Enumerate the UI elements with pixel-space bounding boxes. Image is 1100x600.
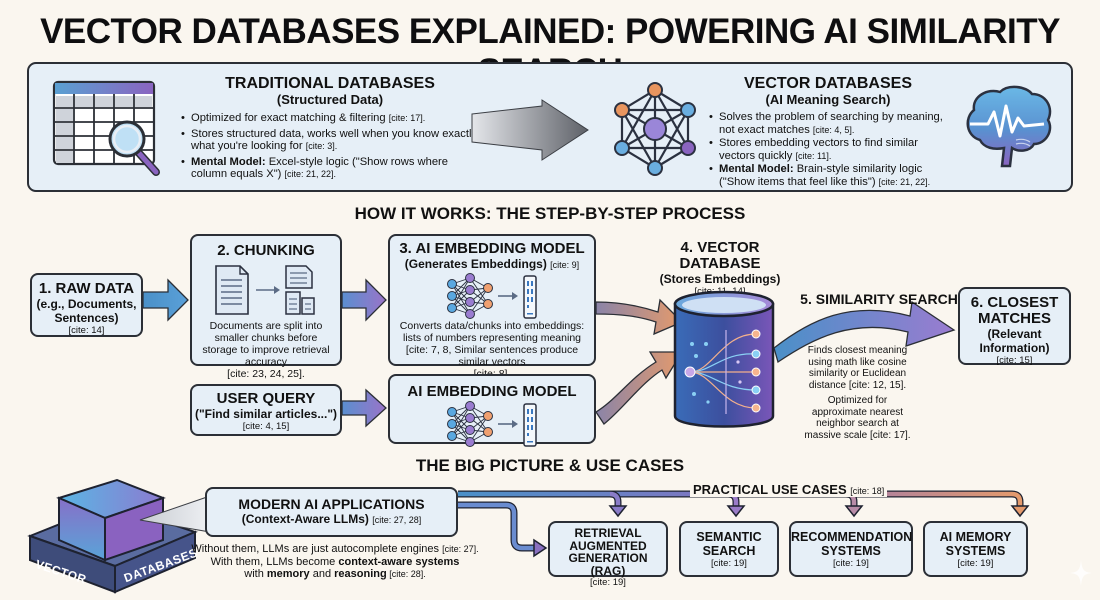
practical-use-cases-label: PRACTICAL USE CASES [cite: 18] <box>690 482 888 497</box>
traditional-db-subheading: (Structured Data) <box>276 92 384 107</box>
use-case-ai-memory: AI MEMORY SYSTEMS [cite: 19] <box>923 521 1028 577</box>
vector-db-heading: VECTOR DATABASES <box>743 75 912 92</box>
arrow-chunking-to-embedding <box>341 278 387 322</box>
step-subtitle: ("Find similar articles...") <box>194 407 338 421</box>
bullet-item: Mental Model: Excel-style logic ("Show r… <box>180 156 480 181</box>
traditional-db-section: TRADITIONAL DATABASES (Structured Data) … <box>180 75 480 184</box>
step-raw-data: 1. RAW DATA (e.g., Documents, Sentences)… <box>30 273 143 337</box>
use-case-recommendation: RECOMMENDATION SYSTEMS [cite: 19] <box>789 521 913 577</box>
step-title: 1. RAW DATA <box>38 280 135 297</box>
bullet-item: Optimized for exact matching & filtering… <box>180 112 480 125</box>
note-line-3: with memory and reasoning [cite: 28]. <box>244 568 426 580</box>
vector-db-section: VECTOR DATABASES (AI Meaning Search) Sol… <box>708 75 948 191</box>
step-title: 3. AI EMBEDDING MODEL <box>399 240 585 257</box>
use-case-title: AI MEMORY SYSTEMS <box>939 530 1012 558</box>
use-case-cite: [cite: 19] <box>590 577 626 588</box>
use-case-semantic-search: SEMANTIC SEARCH [cite: 19] <box>679 521 779 577</box>
llm-context-note: Without them, LLMs are just autocomplete… <box>185 543 485 581</box>
right-arrow-icon <box>471 99 589 161</box>
use-case-rag: RETRIEVAL AUGMENTED GENERATION (RAG) [ci… <box>548 521 668 588</box>
step-title: USER QUERY <box>216 390 316 407</box>
traditional-db-bullets: Optimized for exact matching & filtering… <box>180 112 480 181</box>
neural-network-icon <box>447 401 537 447</box>
sparkle-icon <box>1070 560 1092 586</box>
arrow-similarity-search <box>773 300 956 364</box>
step-chunking: 2. CHUNKING Documents are split into sma… <box>190 234 342 380</box>
similarity-text-1: Finds closest meaning using math like co… <box>807 345 908 391</box>
vector-database-cylinder-icon <box>673 290 775 428</box>
note-line-1: Without them, LLMs are just autocomplete… <box>191 543 479 555</box>
rag-connector <box>458 501 534 552</box>
step-cite: [cite: 14] <box>68 325 105 336</box>
step-cite: [cite: 4, 15] <box>242 421 290 432</box>
arrow-embedding-to-db <box>595 298 684 336</box>
step-title: 6. CLOSEST MATCHES <box>970 294 1059 327</box>
modern-ai-applications-box: MODERN AI APPLICATIONS (Context-Aware LL… <box>205 487 458 537</box>
use-case-cite: [cite: 19] <box>833 558 869 569</box>
modern-ai-title: MODERN AI APPLICATIONS <box>238 496 425 512</box>
arrow-raw-to-chunking <box>142 278 189 322</box>
step-subtitle: (Generates Embeddings) [cite: 9] <box>404 257 580 271</box>
note-line-2: With them, LLMs become context-aware sys… <box>210 555 460 568</box>
use-case-title: RETRIEVAL AUGMENTED GENERATION (RAG) <box>568 526 648 578</box>
query-embedding-model: AI EMBEDDING MODEL <box>388 374 596 447</box>
use-case-title: SEMANTIC SEARCH <box>696 530 762 558</box>
step-cite: [cite: 15] <box>996 355 1033 366</box>
modern-ai-subtitle: (Context-Aware LLMs) [cite: 27, 28] <box>241 512 422 526</box>
process-heading: HOW IT WORKS: THE STEP-BY-STEP PROCESS <box>354 204 746 223</box>
step-description: Documents are split into smaller chunks … <box>202 320 330 380</box>
bullet-item: Stores embedding vectors to find similar… <box>708 137 948 162</box>
step-subtitle: (e.g., Documents, Sentences) <box>36 297 137 325</box>
table-magnifier-icon <box>52 80 160 176</box>
bullet-item: Stores structured data, works well when … <box>180 128 480 153</box>
brain-icon <box>966 85 1052 168</box>
step-closest-matches: 6. CLOSEST MATCHES (Relevant Information… <box>958 287 1071 366</box>
step-title: 2. CHUNKING <box>217 242 315 259</box>
step-subtitle: (Stores Embeddings) <box>659 272 781 286</box>
similarity-text-2: Optimized for approximate nearest neighb… <box>804 395 911 441</box>
step-subtitle: (Relevant Information) <box>979 327 1050 355</box>
big-picture-heading: THE BIG PICTURE & USE CASES <box>415 456 685 475</box>
similarity-search-description: Finds closest meaning using math like co… <box>800 345 915 441</box>
bullet-item: Solves the problem of searching by meani… <box>708 111 948 136</box>
use-case-cite: [cite: 19] <box>957 558 994 569</box>
vector-db-bullets: Solves the problem of searching by meani… <box>708 111 948 188</box>
step-title: 4. VECTOR DATABASE <box>679 239 761 272</box>
document-split-icon <box>215 265 315 315</box>
callout-wedge <box>139 495 211 533</box>
vector-network-icon <box>614 82 696 176</box>
traditional-db-heading: TRADITIONAL DATABASES <box>225 75 435 92</box>
step-title: AI EMBEDDING MODEL <box>407 383 577 400</box>
neural-network-icon <box>447 273 537 319</box>
bullet-item: Mental Model: Brain-style similarity log… <box>708 163 948 188</box>
arrow-query-to-embedding <box>341 388 387 428</box>
user-query-box: USER QUERY ("Find similar articles...") … <box>190 384 342 436</box>
similarity-search-title: 5. SIMILARITY SEARCH <box>800 291 958 307</box>
use-case-cite: [cite: 19] <box>711 558 747 569</box>
use-case-title: RECOMMENDATION SYSTEMS <box>791 530 913 558</box>
vector-db-subheading: (AI Meaning Search) <box>765 92 891 107</box>
